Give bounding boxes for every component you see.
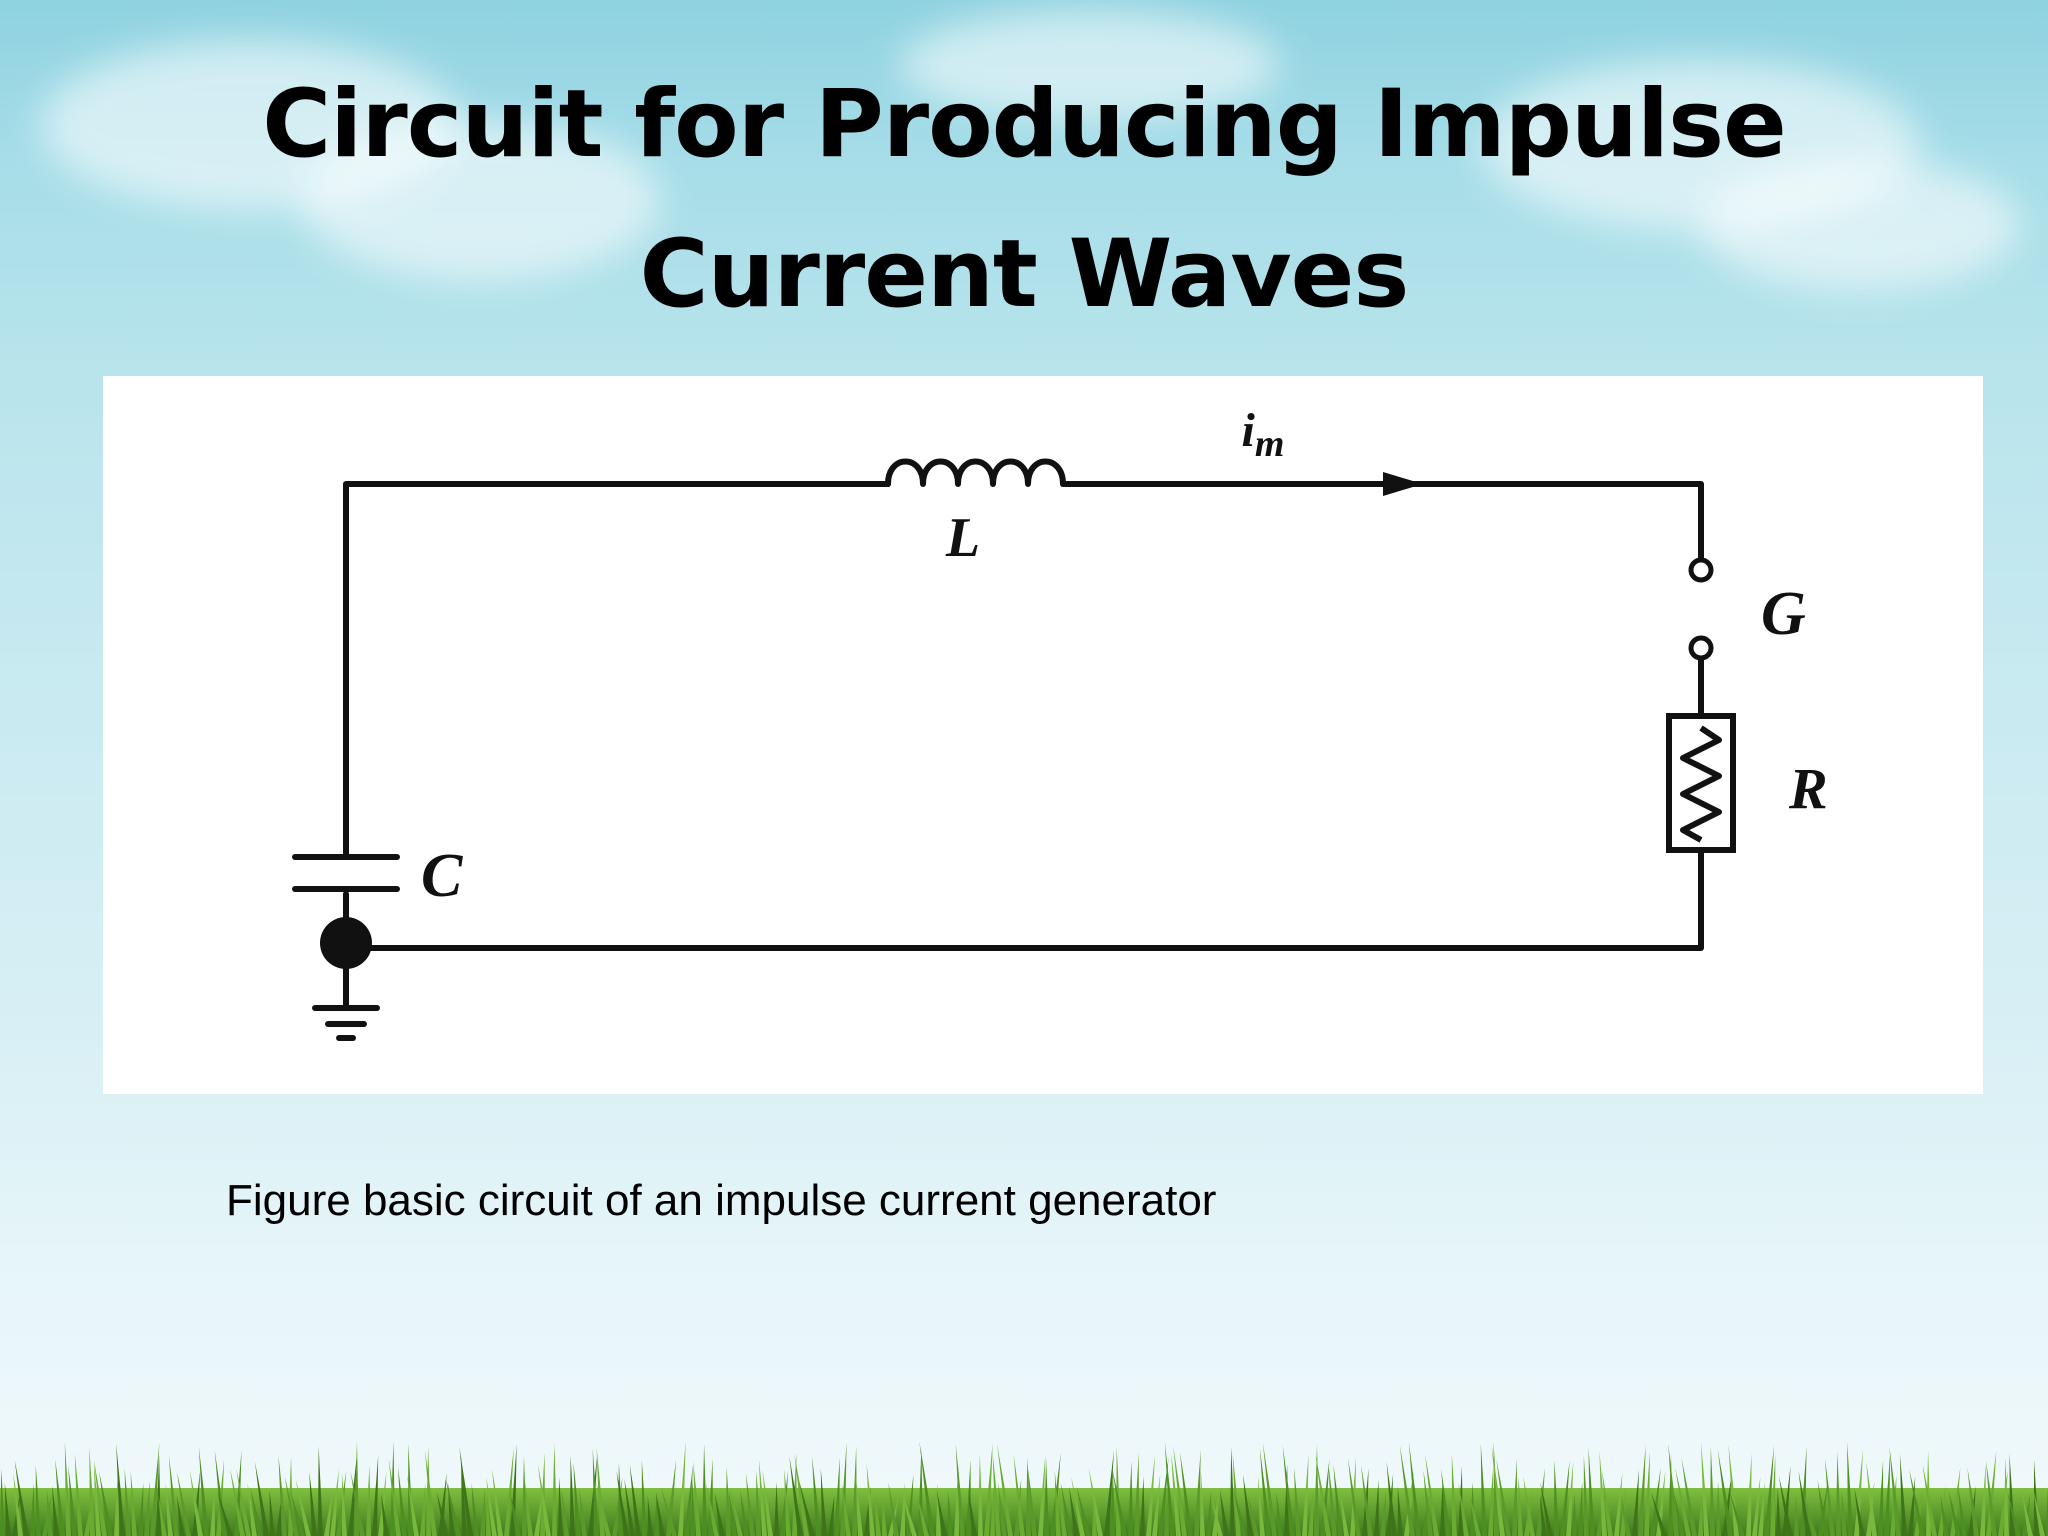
gap-label: G [1761, 580, 1806, 648]
current-label: im [1242, 404, 1285, 465]
ground-node [320, 917, 372, 969]
slide-title-line-1: Circuit for Producing Impulse [262, 70, 1787, 179]
inductor-label: L [945, 507, 980, 569]
circuit-figure: L im C G R [103, 376, 1983, 1094]
figure-caption: Figure basic circuit of an impulse curre… [226, 1176, 1217, 1225]
gap-terminal-bottom [1688, 635, 1714, 661]
resistor-zigzag [1680, 725, 1722, 843]
current-arrow [1383, 472, 1423, 496]
wire-top-right [1060, 481, 1704, 567]
gap-terminal-top [1688, 557, 1714, 583]
grass-strip [0, 1441, 2048, 1536]
inductor-coil [885, 458, 1066, 487]
wire-top-left [343, 481, 891, 857]
cloud [300, 120, 660, 280]
cloud [900, 10, 1280, 120]
slide-title: Circuit for Producing Impulse Current Wa… [0, 50, 2048, 350]
capacitor-label: C [421, 842, 463, 910]
wire-resistor-return [343, 847, 1704, 951]
cloud [1700, 160, 2020, 290]
circuit-diagram: L im C G R [292, 404, 1828, 1041]
slide-title-line-2: Current Waves [639, 220, 1410, 329]
resistor-label: R [1788, 756, 1828, 821]
